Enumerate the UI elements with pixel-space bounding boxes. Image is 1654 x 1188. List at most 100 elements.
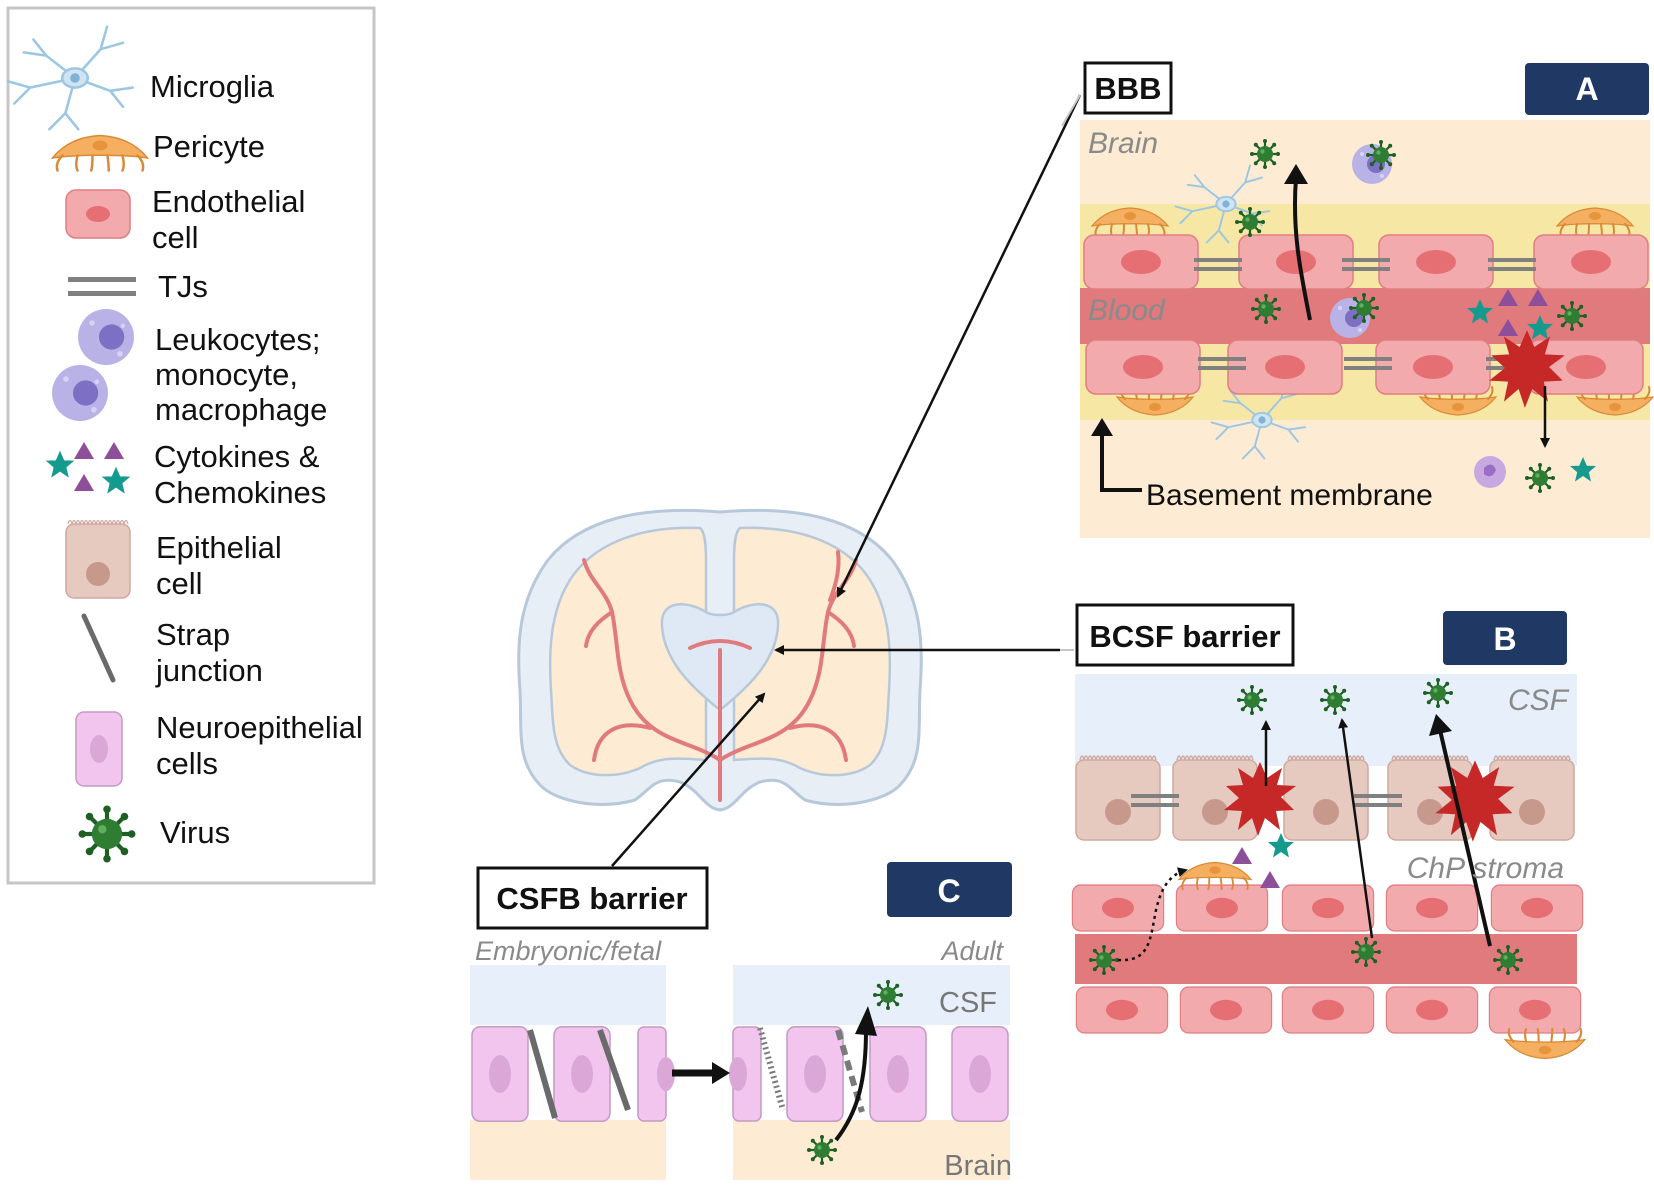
endothelial-b-3: [1281, 884, 1375, 932]
panel-c-embryonic-csf-bg: [470, 965, 666, 1025]
legend-leukocytes-line3: macrophage: [155, 392, 327, 427]
virus-a-2: [1364, 138, 1398, 172]
legend-epithelial-line1: Epithelial: [156, 530, 282, 565]
legend-cytokines-line2: Chemokines: [154, 475, 326, 510]
badge-a: [1525, 63, 1649, 115]
strap-junction-c-1: [527, 1029, 558, 1119]
panel-c-csf-label: CSF: [939, 987, 997, 1019]
virus-icon: [79, 806, 136, 863]
neuro-c-5: [786, 1025, 844, 1123]
neuro-c-1: [471, 1025, 529, 1123]
bcsf-title-box: [1075, 603, 1295, 667]
panel-a-bbb: Brain Blood Basement membrane BBB A: [1080, 61, 1654, 538]
brain-section: [517, 508, 923, 812]
badge-b-label: B: [1493, 621, 1516, 657]
panel-a-brain-label: Brain: [1088, 127, 1158, 160]
bbb-title-box: [1083, 61, 1173, 115]
virus-a-5: [1347, 291, 1381, 325]
endothelial-b-5: [1490, 884, 1584, 932]
bcsf-title: BCSF barrier: [1089, 619, 1280, 654]
panel-a-blood-label: Blood: [1088, 294, 1166, 327]
neuro-c-6: [869, 1025, 927, 1123]
neuro-c-3: [637, 1026, 675, 1122]
endothelial-b-4: [1385, 884, 1479, 932]
endothelial-a-7: [1375, 339, 1491, 395]
legend-virus: Virus: [160, 815, 230, 850]
strap-junction-c-3: [757, 1027, 786, 1111]
panel-b-stroma-label: ChP stroma: [1407, 852, 1564, 885]
legend-microglia: Microglia: [150, 69, 275, 104]
endothelial-b-2: [1175, 884, 1269, 932]
bbb-title: BBB: [1094, 71, 1161, 106]
endothelial-a-1: [1083, 234, 1199, 290]
neuro-c-4: [729, 1026, 762, 1122]
endothelial-b-10: [1488, 986, 1582, 1034]
virus-b-5: [1349, 935, 1383, 969]
legend-strap-line2: junction: [155, 653, 263, 688]
legend-strap-line1: Strap: [156, 617, 230, 652]
basement-membrane-label: Basement membrane: [1146, 479, 1433, 512]
endothelial-a-4: [1533, 234, 1649, 290]
panel-b-csf-label: CSF: [1508, 684, 1570, 717]
legend-endothelial-line2: cell: [152, 220, 199, 255]
arrow-a-up: [1292, 177, 1312, 321]
badge-b: [1443, 611, 1567, 665]
legend-cytokines-line1: Cytokines &: [154, 439, 320, 474]
virus-b-1: [1235, 683, 1269, 717]
panel-c-brain-label: Brain: [944, 1150, 1012, 1182]
virus-a-1: [1248, 137, 1282, 171]
leukocyte-a: [1474, 456, 1506, 488]
legend-tjs: TJs: [158, 269, 208, 304]
panel-c-csfb: Embryonic/fetal Adult CSF Brain CSFB bar…: [470, 862, 1012, 1182]
neuroepithelial-cell-icon: [75, 711, 123, 787]
csfb-title: CSFB barrier: [496, 881, 687, 916]
chemokine-tri-b-2: [1260, 871, 1280, 888]
legend-neuro-line1: Neuroepithelial: [156, 710, 363, 745]
endothelial-b-1: [1071, 884, 1165, 932]
virus-b-6: [1491, 943, 1525, 977]
virus-a-6: [1555, 299, 1589, 333]
virus-b-2: [1318, 683, 1352, 717]
adult-label: Adult: [939, 936, 1004, 966]
chemokine-tri-b-1: [1232, 847, 1252, 864]
panel-c-adult-csf-bg: [733, 965, 1010, 1025]
endothelial-a-5: [1085, 339, 1201, 395]
csfb-title-box: [476, 866, 709, 930]
connector-lines: [611, 94, 1082, 867]
leukocyte-icon: [78, 309, 134, 365]
virus-b-4: [1087, 943, 1121, 977]
panel-b-csf-bg: [1075, 674, 1577, 766]
endothelial-b-7: [1179, 986, 1273, 1034]
neuro-c-7: [951, 1025, 1009, 1123]
panel-c-embryonic-brain-bg: [470, 1120, 666, 1180]
legend-pericyte: Pericyte: [153, 129, 265, 164]
basement-arrow: [1100, 430, 1142, 492]
virus-a-7: [1523, 461, 1557, 495]
virus-b-3: [1421, 676, 1455, 710]
arrow-b-3: [1438, 729, 1492, 947]
epithelial-b-5: [1489, 755, 1575, 841]
epithelial-cell-icon: [65, 519, 131, 599]
panel-b-bcsf: CSF ChP stroma BCSF barrier B: [1071, 603, 1586, 1060]
virus-a-4: [1249, 292, 1283, 326]
panel-c-adult-brain-bg: [733, 1120, 1010, 1180]
macrophage-icon: [52, 365, 108, 421]
strap-junction-icon: [81, 613, 116, 683]
strap-junction-c-2: [597, 1029, 631, 1111]
endothelial-a-3: [1378, 234, 1494, 290]
badge-a-label: A: [1575, 71, 1598, 107]
arrow-c-virus: [834, 1029, 868, 1142]
legend-leukocytes-line2: monocyte,: [155, 357, 298, 392]
legend-leukocytes-line1: Leukocytes;: [155, 322, 320, 357]
legend-endothelial-line1: Endothelial: [152, 184, 305, 219]
embryonic-label: Embryonic/fetal: [475, 936, 662, 966]
arrow-b-2: [1338, 718, 1374, 939]
endothelial-b-8: [1281, 986, 1375, 1034]
endothelial-cell-icon: [65, 189, 131, 239]
tight-junction-icon: [68, 277, 136, 296]
legend: Microglia Pericyte Endothelial cell TJs …: [6, 6, 376, 885]
endothelial-b-6: [1075, 986, 1169, 1034]
endothelial-b-9: [1385, 986, 1479, 1034]
badge-c: [887, 862, 1012, 917]
